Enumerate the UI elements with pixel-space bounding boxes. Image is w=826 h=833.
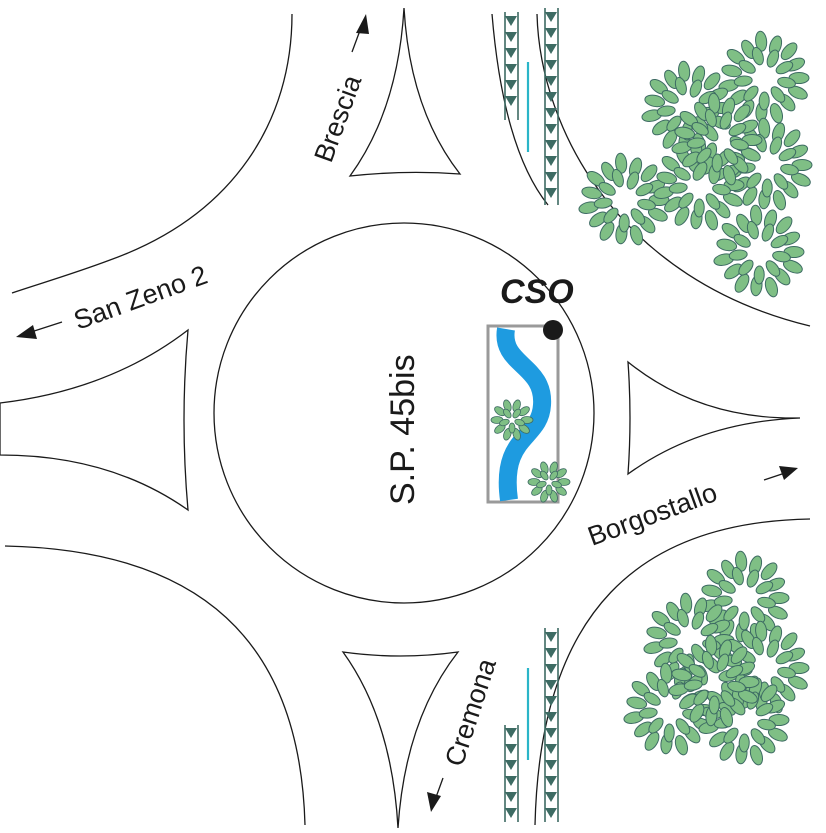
fence-tick	[545, 76, 557, 86]
island-east	[627, 360, 801, 476]
tree-cluster-north	[577, 30, 813, 299]
fence-tick	[545, 728, 557, 738]
road-edge-sw	[4, 545, 306, 826]
fence-tick	[545, 172, 557, 182]
arrow-east-icon	[779, 466, 798, 480]
island-south	[341, 651, 460, 829]
fence-tick	[505, 776, 517, 786]
tree-cluster-south	[622, 550, 810, 767]
fence-tick	[545, 696, 557, 706]
fence-tick	[505, 64, 517, 74]
fence-tick	[545, 712, 557, 722]
fence-tick	[545, 776, 557, 786]
fence-tick	[545, 156, 557, 166]
fence-tick	[545, 648, 557, 658]
road-label-east: Borgostallo	[584, 477, 721, 551]
fence-tick	[545, 108, 557, 118]
fence-tick	[505, 16, 517, 26]
fence-tick	[545, 188, 557, 198]
road-edge-ne-top	[491, 13, 549, 206]
fence-tick	[545, 760, 557, 770]
arrow-west-icon	[16, 325, 37, 339]
road-label-south: Cremona	[439, 654, 502, 770]
fence-tick	[545, 792, 557, 802]
roundabout-ring	[213, 222, 595, 604]
fence-tick	[505, 744, 517, 754]
fence-tick	[545, 664, 557, 674]
road-edge-ne	[536, 13, 811, 327]
road-label-east-group: Borgostallo	[584, 466, 798, 552]
fence-tick	[505, 808, 517, 818]
fence-tick	[545, 744, 557, 754]
road-label-west: San Zeno 2	[70, 260, 211, 336]
road-edge-se	[534, 518, 811, 826]
fence-tick	[545, 28, 557, 38]
fence-tick	[545, 44, 557, 54]
fence-tick	[505, 760, 517, 770]
fence-tick	[545, 808, 557, 818]
road-edge-nw	[11, 13, 293, 294]
fence-tick	[505, 80, 517, 90]
road-edges	[4, 13, 811, 826]
island-west	[0, 328, 189, 512]
arrow-south-icon	[427, 792, 441, 812]
fence-tick	[545, 12, 557, 22]
road-label-west-group: San Zeno 2	[16, 260, 211, 339]
fence-tick	[505, 728, 517, 738]
fence-tick	[545, 124, 557, 134]
fence-tick	[545, 632, 557, 642]
fence-tick	[505, 792, 517, 802]
fence-south	[504, 628, 559, 822]
watercourse	[496, 327, 552, 502]
cso-label: CSO	[500, 273, 574, 311]
fence-tick	[545, 140, 557, 150]
center-label: S.P. 45bis	[384, 354, 422, 505]
cso-marker-dot	[543, 320, 563, 340]
fence-tick	[505, 48, 517, 58]
road-label-north-group: Brescia	[308, 14, 369, 166]
watercourse-inset	[486, 324, 571, 504]
fence-tick	[545, 60, 557, 70]
fence-tick	[505, 32, 517, 42]
road-label-north: Brescia	[308, 70, 367, 166]
arrow-north-icon	[356, 14, 369, 34]
fence-north	[504, 8, 559, 205]
island-north	[348, 7, 462, 177]
fence-tick	[505, 96, 517, 106]
traffic-islands	[0, 7, 801, 829]
fence-tick	[545, 680, 557, 690]
fence-tick	[545, 92, 557, 102]
